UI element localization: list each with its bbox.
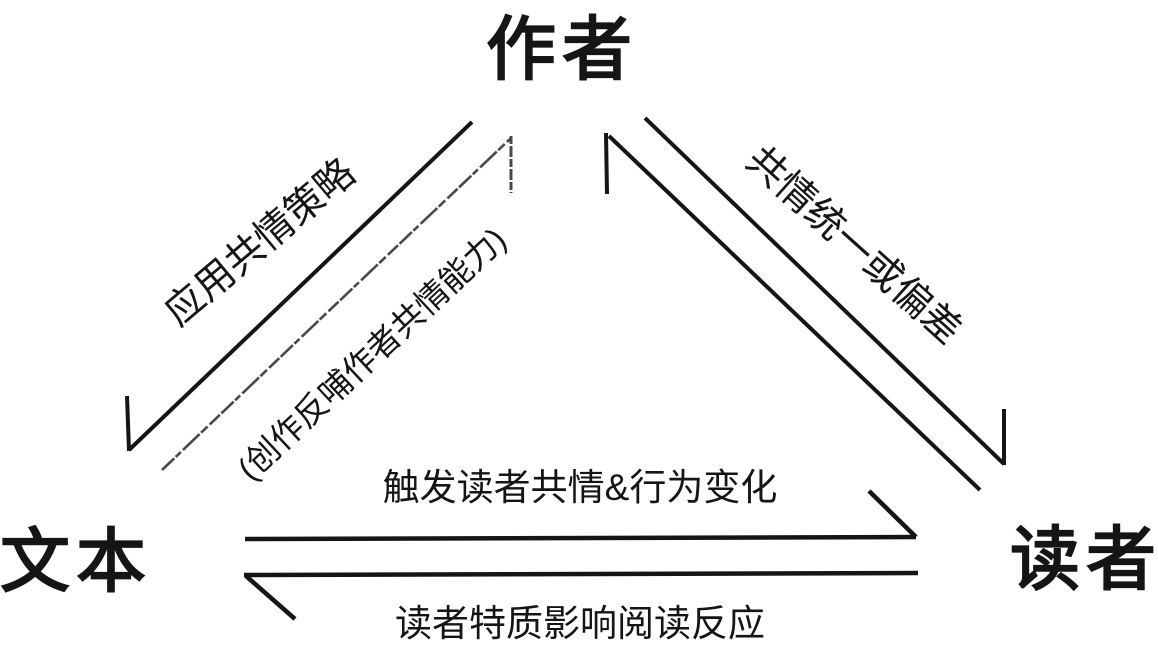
- node-author: 作者: [486, 10, 638, 89]
- arrow-author-to-text: [125, 120, 474, 452]
- arrow-text-to-reader: [244, 489, 918, 542]
- edge-label-traits: 读者特质影响阅读反应: [395, 603, 765, 644]
- arrow-text-to-author-sketch: [161, 136, 513, 471]
- node-text: 文本: [0, 522, 152, 601]
- edge-label-trigger: 触发读者共情&行为变化: [382, 467, 778, 508]
- arrow-reader-to-text: [243, 570, 919, 621]
- arrow-author-to-reader: [643, 116, 1006, 466]
- node-reader: 读者: [1010, 520, 1158, 599]
- arrow-reader-to-author: [604, 132, 982, 492]
